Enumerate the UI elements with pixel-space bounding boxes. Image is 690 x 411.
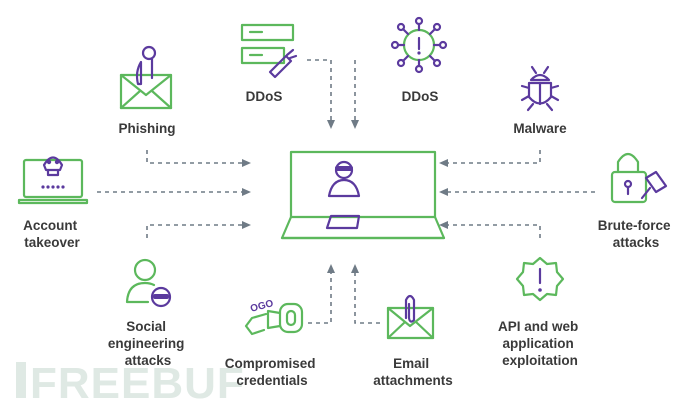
- arrowhead: [439, 159, 448, 167]
- arrowhead: [351, 264, 359, 273]
- arrow-social-engineering: [146, 224, 242, 238]
- arrowhead: [439, 221, 448, 229]
- compromised-credentials-label: Compromised credentials: [225, 356, 320, 388]
- social-engineering-label: Social engineering attacks: [108, 319, 188, 368]
- arrow-compromised-credentials: [308, 273, 332, 324]
- laptop-with-hacker-icon: [280, 150, 446, 240]
- malware-label: Malware: [513, 121, 567, 136]
- arrowhead: [351, 120, 359, 129]
- email-attachments-label: Email attachments: [373, 356, 453, 388]
- watermark: FREEBUF: [16, 359, 245, 408]
- server-with-bomb-icon: [240, 23, 298, 79]
- ddos-virus-label: DDoS: [402, 89, 439, 104]
- lock-with-hammer-icon: [610, 152, 668, 204]
- laptop-skull-icon: [17, 156, 89, 205]
- bug-icon: [520, 65, 560, 112]
- arrowhead: [439, 188, 448, 196]
- phishing-label: Phishing: [119, 121, 176, 136]
- user-with-mask-icon: [125, 258, 172, 308]
- arrowhead: [242, 221, 251, 229]
- account-takeover-label: Account takeover: [23, 218, 81, 250]
- key-icon: OGO: [244, 298, 304, 336]
- arrow-email-attachments: [354, 273, 380, 324]
- virus-icon: [390, 16, 448, 74]
- arrowhead: [327, 264, 335, 273]
- arrow-malware: [448, 150, 541, 164]
- arrow-ddos-server: [307, 59, 332, 120]
- brute-force-label: Brute-force attacks: [598, 218, 675, 250]
- arrowhead: [242, 159, 251, 167]
- api-web-label: API and web application exploitation: [498, 319, 582, 368]
- arrowhead: [242, 188, 251, 196]
- envelope-with-hook-icon: [119, 45, 173, 110]
- watermark-text: FREEBUF: [30, 359, 245, 408]
- arrowhead: [327, 120, 335, 129]
- connector-arrows: [97, 59, 595, 324]
- alert-shield-icon: [515, 256, 565, 302]
- arrow-api-web: [448, 224, 541, 238]
- arrow-phishing: [146, 150, 242, 164]
- ddos-label: DDoS: [246, 89, 283, 104]
- envelope-paperclip-icon: [386, 294, 435, 340]
